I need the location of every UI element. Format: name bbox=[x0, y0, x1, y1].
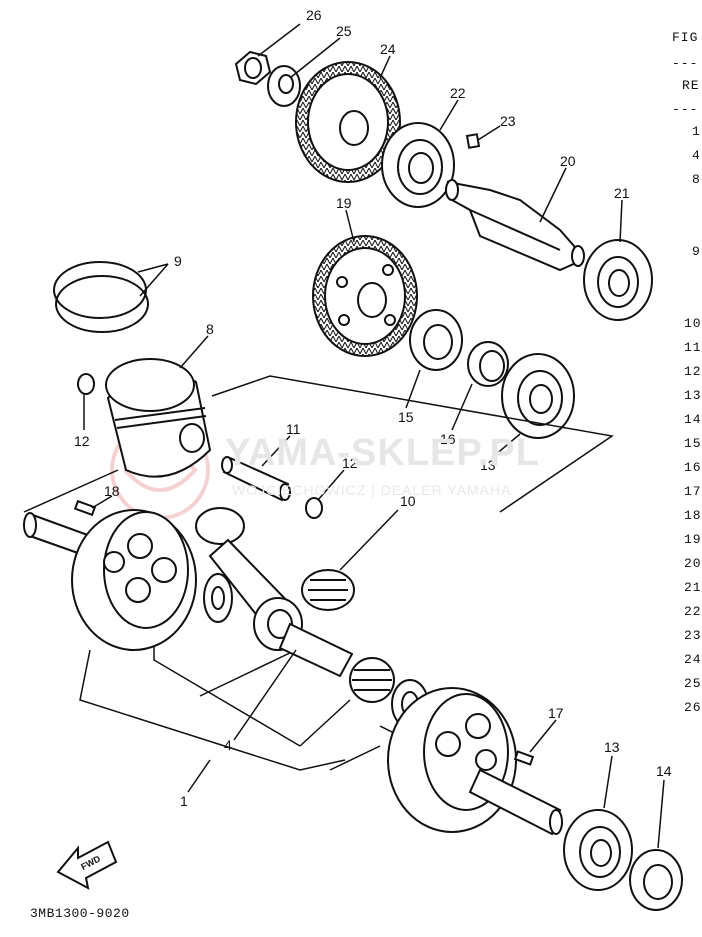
piston-8 bbox=[105, 358, 212, 478]
washer-25 bbox=[267, 65, 301, 107]
callout-1: 1 bbox=[180, 793, 188, 809]
callout-24: 24 bbox=[380, 41, 396, 57]
primary-drive-gear-24 bbox=[295, 61, 401, 183]
callout-14: 14 bbox=[656, 763, 672, 779]
callout-12-right: 12 bbox=[342, 455, 358, 471]
bearing-13-lower bbox=[563, 809, 633, 891]
oil-seal-15 bbox=[409, 309, 463, 371]
key-23 bbox=[465, 133, 481, 149]
callout-9: 9 bbox=[174, 253, 182, 269]
callout-20: 20 bbox=[560, 153, 576, 169]
leader-lines bbox=[83, 23, 665, 849]
fwd-arrow-icon: FWD bbox=[56, 840, 118, 890]
callout-4: 4 bbox=[224, 737, 232, 753]
bearing-13-upper bbox=[501, 353, 575, 439]
callout-26: 26 bbox=[306, 7, 322, 23]
collar-16 bbox=[467, 341, 509, 387]
balancer-shaft-20 bbox=[445, 179, 585, 272]
callout-25: 25 bbox=[336, 23, 352, 39]
callout-19: 19 bbox=[336, 195, 352, 211]
needle-bearing-10 bbox=[301, 569, 355, 611]
callout-21: 21 bbox=[614, 185, 630, 201]
crankshaft-right-1 bbox=[387, 687, 563, 836]
balancer-gear-19 bbox=[312, 235, 418, 357]
callouts: 26 25 24 22 23 20 21 19 9 8 12 15 16 13 … bbox=[74, 7, 672, 809]
piston-rings-9 bbox=[53, 261, 149, 333]
key-17 bbox=[513, 750, 535, 766]
nut-26 bbox=[234, 50, 272, 86]
callout-11: 11 bbox=[286, 421, 301, 437]
callout-15: 15 bbox=[398, 409, 414, 425]
circlip-12-left bbox=[77, 373, 95, 395]
watermark-subtitle: WOJCIECHOWICZ | DEALER YAMAHA bbox=[232, 482, 512, 498]
circlip-12-right bbox=[305, 497, 323, 519]
callout-23: 23 bbox=[500, 113, 516, 129]
crankshaft-left-1 bbox=[23, 509, 197, 651]
callout-16: 16 bbox=[440, 431, 456, 447]
pin-18 bbox=[73, 499, 97, 517]
bearing-21 bbox=[583, 239, 653, 321]
watermark-title: YAMA-SKLEP.PL bbox=[225, 432, 540, 474]
callout-12-left: 12 bbox=[74, 433, 90, 449]
part-code: 3MB1300-9020 bbox=[30, 906, 130, 921]
crank-pin bbox=[278, 622, 354, 678]
bearing-22 bbox=[381, 122, 455, 208]
thrust-washer-left bbox=[203, 573, 233, 623]
callout-8: 8 bbox=[206, 321, 214, 337]
callout-17: 17 bbox=[548, 705, 564, 721]
callout-13-lower: 13 bbox=[604, 739, 620, 755]
callout-22: 22 bbox=[450, 85, 466, 101]
callout-13-upper: 13 bbox=[480, 457, 496, 473]
oil-seal-14 bbox=[629, 849, 683, 911]
piston-pin-11 bbox=[221, 456, 291, 502]
needle-bearing-lower bbox=[349, 657, 395, 703]
callout-18: 18 bbox=[104, 483, 120, 499]
callout-10: 10 bbox=[400, 493, 416, 509]
